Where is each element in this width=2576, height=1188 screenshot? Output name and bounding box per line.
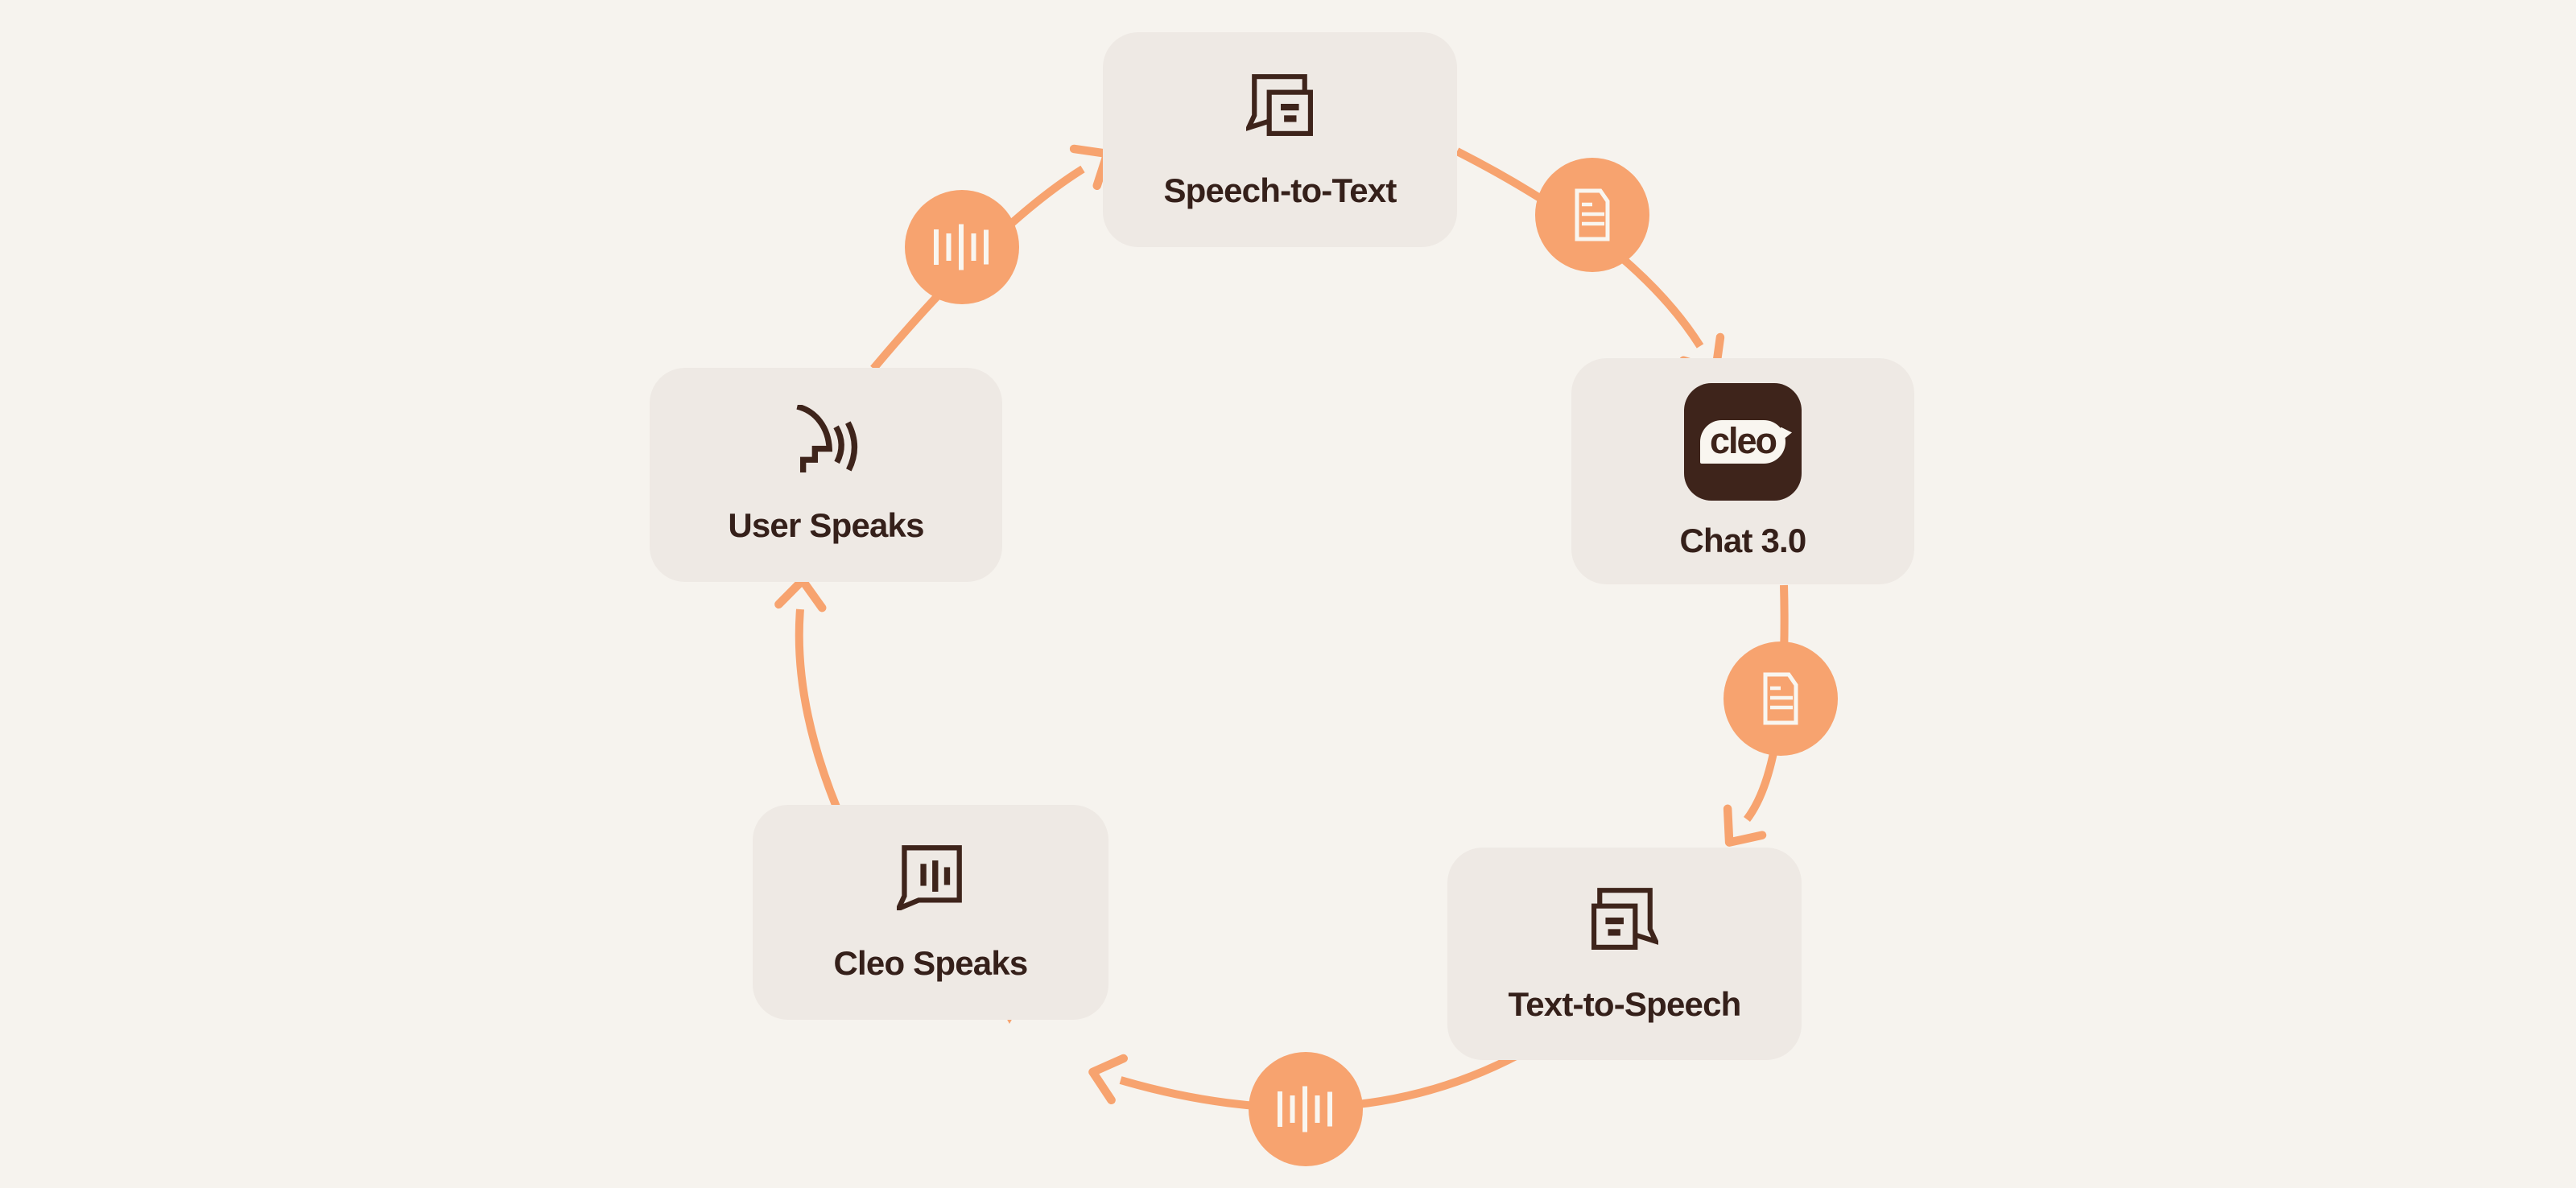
node-card-text-to-speech: Text-to-Speech: [1447, 848, 1802, 1060]
speech-bubble-waveform-icon: [897, 844, 962, 910]
connector-badge-document: [1724, 641, 1838, 756]
connector-badge-waveform: [1249, 1052, 1363, 1166]
connector-badge-waveform: [905, 190, 1019, 304]
node-card-speech-to-text: Speech-to-Text: [1103, 32, 1457, 247]
waveform-icon: [934, 224, 989, 270]
arrow-cleo-speaks-to-user-speaks: [774, 575, 841, 811]
cleo-logo-bubble: cleo: [1700, 419, 1792, 464]
document-icon: [1763, 672, 1798, 725]
node-label: Cleo Speaks: [833, 943, 1029, 982]
node-card-user-speaks: User Speaks: [650, 368, 1002, 582]
cleo-logo-text: cleo: [1709, 419, 1777, 461]
node-label: Speech-to-Text: [1163, 171, 1397, 209]
speech-bubble-with-text-icon: [1246, 73, 1313, 136]
node-card-chat-3-0: cleo Chat 3.0: [1571, 358, 1914, 584]
node-card-cleo-speaks: Cleo Speaks: [753, 805, 1108, 1020]
bubble-tail: [1781, 427, 1792, 442]
speech-bubble-with-text-icon-mirrored: [1591, 888, 1658, 950]
person-speaking-icon: [796, 405, 858, 472]
node-label: User Speaks: [728, 506, 924, 544]
waveform-icon: [1278, 1086, 1332, 1132]
document-icon: [1575, 188, 1610, 241]
node-label: Text-to-Speech: [1508, 985, 1741, 1023]
node-label: Chat 3.0: [1679, 521, 1807, 559]
cleo-app-icon: cleo: [1684, 382, 1802, 501]
connector-badge-document: [1535, 158, 1649, 272]
